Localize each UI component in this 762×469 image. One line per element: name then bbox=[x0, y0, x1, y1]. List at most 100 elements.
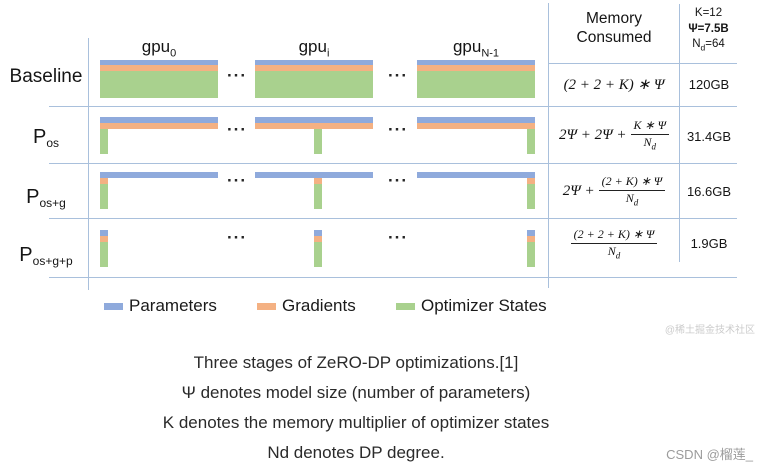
gradients-segment bbox=[417, 123, 535, 129]
legend-item-parameters: Parameters bbox=[104, 295, 217, 317]
formula-baseline: (2 + 2 + K) ∗ Ψ bbox=[563, 76, 665, 93]
divider-row-4 bbox=[49, 277, 737, 278]
parameters-shard bbox=[314, 230, 322, 236]
figure-caption: Three stages of ZeRO-DP optimizations.[1… bbox=[0, 348, 712, 468]
pos-g-p-gpui-bar bbox=[255, 230, 373, 267]
optimizer-states-shard bbox=[314, 242, 322, 267]
parameters-segment bbox=[417, 172, 535, 178]
memory-value-pos-g-p: 1.9GB bbox=[690, 235, 728, 251]
optimizer-states-segment bbox=[255, 71, 373, 98]
divider-row-3 bbox=[49, 218, 737, 219]
legend-label: Optimizer States bbox=[421, 296, 547, 315]
memory-header-line2: Consumed bbox=[576, 29, 652, 46]
optimizer-states-segment bbox=[417, 71, 535, 98]
pos-gpun1-bar bbox=[417, 117, 535, 154]
parameters-segment bbox=[255, 60, 373, 65]
legend-label: Parameters bbox=[129, 296, 217, 315]
row-label-pos-g-p: Pos+g+p bbox=[19, 244, 73, 269]
constant-k: K=12 bbox=[694, 7, 723, 19]
gradients-shard bbox=[314, 178, 322, 184]
divider-row-1 bbox=[49, 106, 737, 107]
gradients-shard bbox=[100, 236, 108, 242]
csdn-watermark: CSDN @榴莲_ bbox=[666, 447, 753, 462]
pos-g-p-gpun1-bar bbox=[417, 230, 535, 267]
gradients-shard bbox=[527, 178, 535, 184]
row-label-baseline: Baseline bbox=[9, 66, 83, 87]
caption-line-3: K denotes the memory multiplier of optim… bbox=[162, 413, 550, 432]
ellipsis: ··· bbox=[388, 228, 408, 247]
pos-gpu0-bar bbox=[100, 117, 218, 154]
memory-value-pos-g: 16.6GB bbox=[686, 183, 732, 199]
divider-values-column bbox=[679, 4, 680, 262]
gradients-shard bbox=[527, 236, 535, 242]
divider-row-2 bbox=[49, 163, 737, 164]
caption-line-1: Three stages of ZeRO-DP optimizations.[1… bbox=[193, 353, 519, 372]
parameters-shard bbox=[100, 230, 108, 236]
pos-gpui-bar bbox=[255, 117, 373, 154]
optimizer-states-shard bbox=[314, 129, 322, 154]
pos-g-gpu0-bar bbox=[100, 172, 218, 209]
memory-value-baseline: 120GB bbox=[688, 76, 730, 92]
constant-psi: Ψ=7.5B bbox=[688, 22, 729, 35]
row-label-pos-g: Pos+g bbox=[26, 186, 66, 211]
optimizer-states-shard bbox=[100, 129, 108, 154]
formula-pos: 2Ψ + 2Ψ + K ∗ Ψ Nd bbox=[549, 108, 679, 163]
ellipsis: ··· bbox=[388, 120, 408, 139]
gradients-segment bbox=[255, 65, 373, 71]
divider-memory-column bbox=[548, 3, 549, 288]
parameters-segment bbox=[100, 117, 218, 123]
parameters-segment bbox=[100, 172, 218, 178]
parameters-segment bbox=[417, 117, 535, 123]
optimizer-states-segment bbox=[100, 71, 218, 98]
memory-value-pos: 31.4GB bbox=[686, 128, 732, 144]
caption-line-4: Nd denotes DP degree. bbox=[267, 443, 445, 462]
pos-g-gpun1-bar bbox=[417, 172, 535, 209]
pos-g-gpui-bar bbox=[255, 172, 373, 209]
baseline-gpun1-bar bbox=[417, 60, 535, 98]
legend-item-optimizer-states: Optimizer States bbox=[396, 295, 547, 317]
optimizer-states-shard bbox=[314, 184, 322, 209]
optimizer-states-shard bbox=[100, 242, 108, 267]
legend-item-gradients: Gradients bbox=[257, 295, 356, 317]
ellipsis: ··· bbox=[227, 120, 247, 139]
gradients-segment bbox=[255, 123, 373, 129]
fraction: K ∗ Ψ Nd bbox=[630, 118, 670, 152]
formula-pos-g: 2Ψ + (2 + K) ∗ Ψ Nd bbox=[549, 164, 679, 218]
column-header-gpui: gpui bbox=[298, 37, 330, 60]
optimizer-states-shard bbox=[527, 129, 535, 154]
baseline-gpui-bar bbox=[255, 60, 373, 98]
ellipsis: ··· bbox=[227, 228, 247, 247]
ellipsis: ··· bbox=[388, 171, 408, 190]
gradients-segment bbox=[100, 65, 218, 71]
fraction: (2 + K) ∗ Ψ Nd bbox=[598, 174, 666, 208]
column-header-gpun1: gpuN-1 bbox=[452, 37, 500, 60]
parameters-segment bbox=[100, 60, 218, 65]
optimizer-states-shard bbox=[527, 184, 535, 209]
baseline-gpu0-bar bbox=[100, 60, 218, 98]
formula-pos-g-p: (2 + 2 + K) ∗ Ψ Nd bbox=[549, 219, 679, 269]
divider-header bbox=[549, 63, 737, 64]
constants-block: K=12 Ψ=7.5B Nd=64 bbox=[680, 6, 737, 56]
legend-label: Gradients bbox=[282, 296, 356, 315]
optimizer-states-shard bbox=[527, 242, 535, 267]
gradients-segment bbox=[100, 123, 218, 129]
column-header-gpu0: gpu0 bbox=[141, 37, 177, 60]
memory-consumed-header: Memory Consumed bbox=[549, 9, 679, 47]
pos-g-p-gpu0-bar bbox=[100, 230, 218, 267]
memory-header-line1: Memory bbox=[586, 10, 642, 27]
fraction: (2 + 2 + K) ∗ Ψ Nd bbox=[570, 227, 658, 261]
gradients-swatch bbox=[257, 302, 276, 310]
row-label-pos: Pos bbox=[32, 126, 60, 151]
parameters-segment bbox=[255, 172, 373, 178]
gradients-shard bbox=[314, 236, 322, 242]
parameters-swatch bbox=[104, 302, 123, 310]
divider-row-labels bbox=[88, 38, 89, 290]
parameters-segment bbox=[417, 60, 535, 65]
constant-nd: Nd=64 bbox=[692, 38, 725, 53]
juejin-watermark: @稀土掘金技术社区 bbox=[664, 325, 755, 336]
parameters-shard bbox=[527, 230, 535, 236]
gradients-segment bbox=[417, 65, 535, 71]
parameters-segment bbox=[255, 117, 373, 123]
caption-line-2: Ψ denotes model size (number of paramete… bbox=[181, 383, 531, 402]
